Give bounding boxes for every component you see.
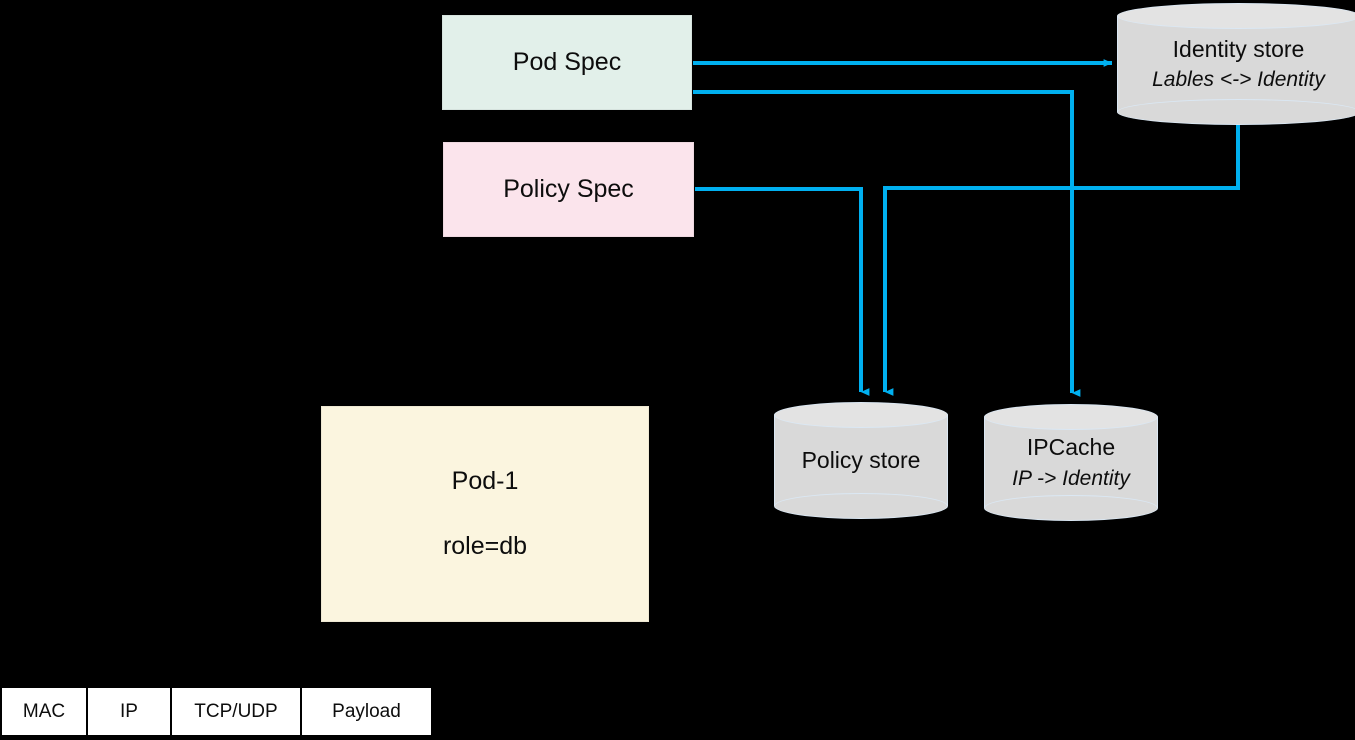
identity-store-body [1117, 16, 1355, 112]
ipcache-top-cap [984, 404, 1158, 430]
node-pod-1[interactable]: Pod-1 role=db [321, 406, 649, 622]
ipcache-label-group: IPCache IP -> Identity [984, 404, 1158, 521]
identity-store-top-cap [1117, 3, 1355, 29]
pod-1-sublabel: role=db [442, 532, 528, 560]
identity-store-label: Identity store [1172, 35, 1305, 62]
packet-cell-ip: IP [88, 688, 170, 735]
edge-pod-spec-to-ipcache [693, 90, 1081, 397]
packet-cell-mac: MAC [2, 688, 86, 735]
edge-policy-spec-to-policy-store [695, 187, 870, 396]
node-policy-store[interactable]: Policy store [774, 402, 948, 519]
identity-store-label-group: Identity store Lables <-> Identity [1117, 3, 1355, 125]
node-pod-spec[interactable]: Pod Spec [442, 15, 692, 110]
node-identity-store[interactable]: Identity store Lables <-> Identity [1117, 3, 1355, 125]
node-policy-spec[interactable]: Policy Spec [443, 142, 694, 237]
pod-1-label: Pod-1 [451, 467, 519, 496]
node-ipcache[interactable]: IPCache IP -> Identity [984, 404, 1158, 521]
pod-spec-label: Pod Spec [512, 48, 622, 77]
ipcache-bottom-cap [984, 495, 1158, 521]
policy-store-label-group: Policy store [774, 402, 948, 519]
ipcache-body [984, 417, 1158, 508]
identity-store-bottom-cap [1117, 99, 1355, 125]
ipcache-label: IPCache [1026, 434, 1116, 461]
packet-cell-payload: Payload [302, 688, 431, 735]
policy-store-top-cap [774, 402, 948, 428]
packet-cell-tcp-udp: TCP/UDP [172, 688, 300, 735]
edge-identity-store-to-policy-store [883, 120, 1240, 396]
identity-store-sublabel: Lables <-> Identity [1152, 68, 1325, 92]
policy-store-bottom-cap [774, 493, 948, 519]
policy-store-label: Policy store [801, 446, 921, 473]
policy-store-body [774, 415, 948, 506]
packet-header-strip: MAC IP TCP/UDP Payload [2, 688, 431, 735]
ipcache-sublabel: IP -> Identity [1012, 466, 1130, 490]
policy-spec-label: Policy Spec [503, 175, 634, 204]
